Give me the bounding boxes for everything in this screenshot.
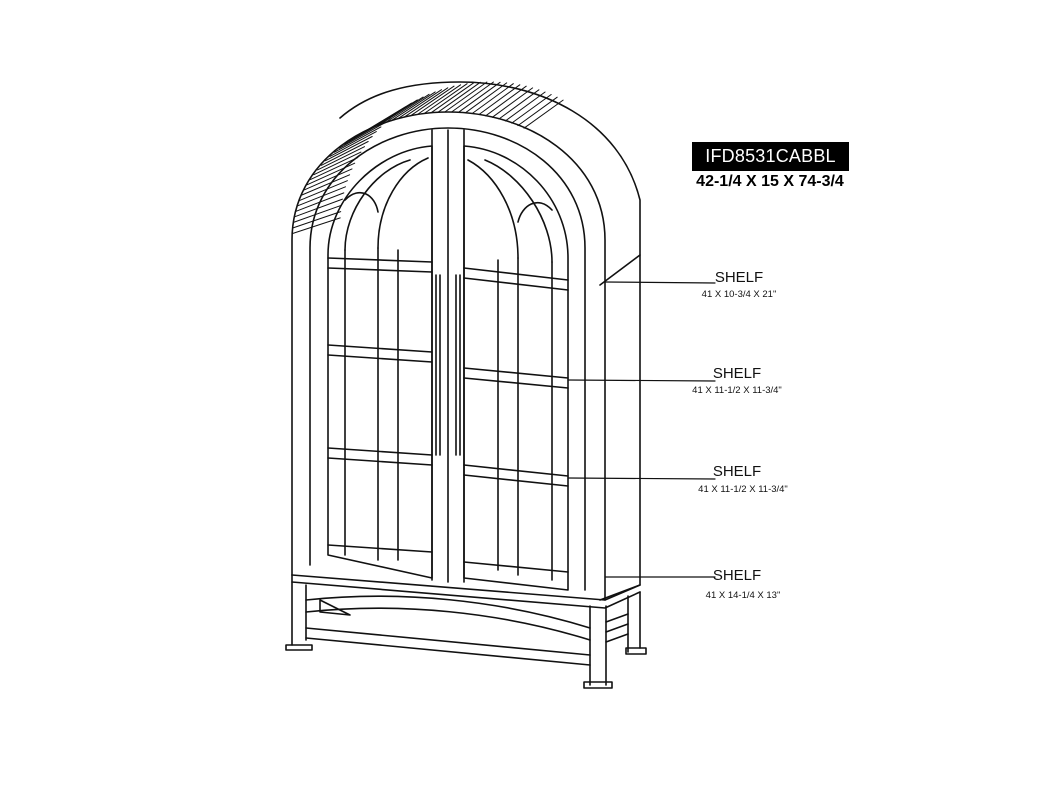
overall-dimensions: 42-1/4 X 15 X 74-3/4 [696, 173, 844, 190]
top-slat [478, 84, 521, 115]
top-slat [491, 87, 534, 118]
top-slat [517, 96, 558, 127]
right-gothic-arch [467, 159, 553, 263]
top-slat [498, 89, 540, 120]
top-slat [403, 87, 449, 118]
shelf-3-dimensions: 41 X 11-1/2 X 11-3/4" [698, 484, 788, 495]
top-slat [293, 204, 342, 223]
shelf-4-dimensions: 41 X 14-1/4 X 13" [705, 590, 781, 601]
top-slat [291, 217, 341, 235]
top-slat [338, 121, 386, 149]
shelf-2-label: SHELF [712, 365, 762, 382]
top-slat [317, 146, 365, 171]
muntins [327, 247, 569, 581]
shelf-3-label: SHELF [712, 463, 762, 480]
top-slat [410, 85, 455, 117]
top-slat [511, 94, 552, 124]
side-panel [599, 254, 641, 601]
top-slat [397, 89, 442, 120]
top-slat [304, 168, 353, 191]
left-handle [435, 274, 441, 456]
top-slat [423, 83, 468, 114]
left-gothic-arch [344, 157, 429, 251]
top-slat [523, 99, 564, 129]
top-slat [444, 81, 488, 113]
base-stand [285, 574, 647, 689]
top-slat [297, 186, 346, 207]
leader-lines [567, 281, 716, 578]
top-slat [430, 82, 475, 114]
top-slat [325, 136, 373, 162]
top-slat [334, 126, 382, 153]
top-slat [384, 93, 430, 124]
top-slat [485, 85, 527, 117]
top-slat [464, 82, 508, 114]
shelf-4-label: SHELF [712, 567, 762, 584]
top-slat [416, 84, 462, 115]
top-back-arc [339, 81, 641, 256]
top-slat [301, 174, 351, 196]
right-door [463, 145, 569, 591]
top-slat [390, 91, 436, 122]
right-handle [455, 274, 461, 456]
top-slat [504, 91, 546, 122]
top-slat [294, 198, 343, 218]
center-stile [431, 129, 465, 583]
top-slat [320, 141, 369, 166]
top-slat [309, 157, 359, 181]
top-slat [458, 81, 501, 113]
shelf-1-dimensions: 41 X 10-3/4 X 21" [701, 289, 777, 300]
top-slat [299, 180, 348, 201]
top-slat [437, 81, 481, 113]
outer-arch [291, 111, 606, 601]
top-slat [471, 83, 514, 114]
inner-arch [309, 127, 586, 591]
top-slat [451, 81, 494, 113]
left-door [327, 145, 433, 579]
shelf-2-dimensions: 41 X 11-1/2 X 11-3/4" [692, 385, 782, 396]
sku-label: IFD8531CABBL [692, 142, 849, 171]
shelf-1-label: SHELF [714, 269, 764, 286]
top-slat [313, 151, 362, 176]
top-slat [329, 131, 377, 157]
top-slat [292, 211, 342, 229]
top-slat [343, 117, 391, 145]
